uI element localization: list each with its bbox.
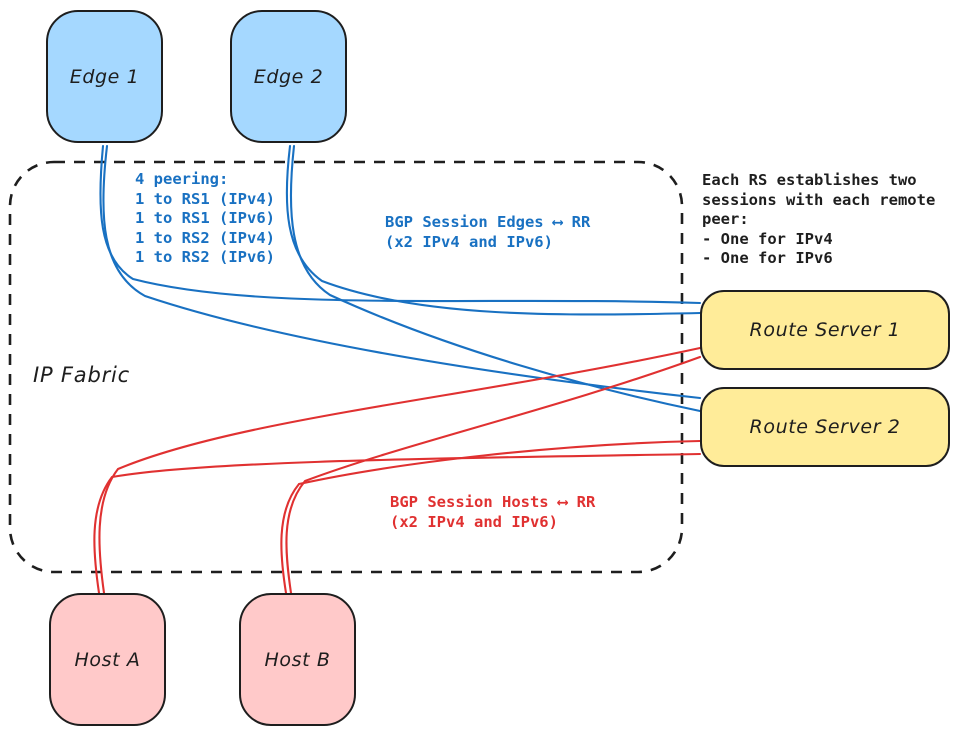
- node-route-server-1[interactable]: Route Server 1: [700, 290, 950, 370]
- session-line-edge2-rs1: [285, 144, 702, 316]
- node-host-b[interactable]: Host B: [239, 593, 356, 726]
- ip-fabric-label: IP Fabric: [33, 363, 131, 387]
- node-edge2-label: Edge 2: [253, 65, 324, 88]
- node-host-b-label: Host B: [264, 648, 331, 671]
- node-edge1[interactable]: Edge 1: [46, 10, 163, 143]
- session-line-edge1-rs2: [102, 144, 702, 400]
- route-server-note: Each RS establishes two sessions with ea…: [702, 171, 936, 267]
- node-host-a-label: Host A: [74, 648, 141, 671]
- session-line-hostB-rs2: [280, 439, 702, 595]
- peering-count-annotation: 4 peering: 1 to RS1 (IPv4) 1 to RS1 (IPv…: [135, 170, 275, 266]
- bgp-session-edges-annotation: BGP Session Edges ⟷ RR (x2 IPv4 and IPv6…: [385, 213, 591, 251]
- session-line-edge1-rs1: [99, 144, 702, 305]
- session-line-hostB-rs1: [285, 355, 702, 595]
- node-host-a[interactable]: Host A: [49, 593, 166, 726]
- node-edge1-label: Edge 1: [69, 65, 140, 88]
- bgp-session-hosts-annotation: BGP Session Hosts ⟷ RR (x2 IPv4 and IPv6…: [390, 493, 596, 531]
- node-route-server-1-label: Route Server 1: [749, 319, 901, 341]
- node-route-server-2[interactable]: Route Server 2: [700, 387, 950, 467]
- node-route-server-2-label: Route Server 2: [749, 416, 901, 438]
- node-edge2[interactable]: Edge 2: [230, 10, 347, 143]
- session-line-hostA-rs1: [98, 346, 702, 595]
- session-line-hostA-rs2: [93, 452, 702, 595]
